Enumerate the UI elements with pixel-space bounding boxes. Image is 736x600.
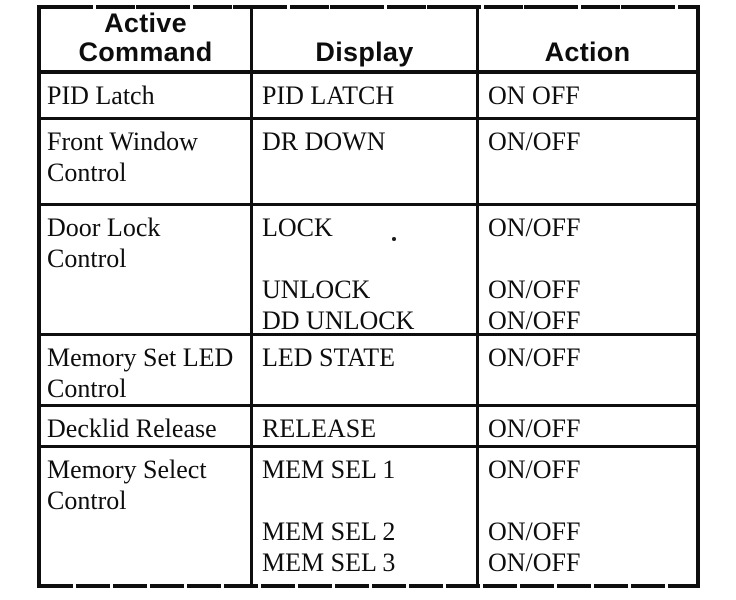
cell-text-line: ON/OFF [488, 548, 581, 577]
cell-text-line: PID LATCH [262, 81, 395, 110]
cell-text-line: MEM SEL 3 [262, 548, 396, 577]
header-active-command: Active Command [41, 9, 253, 70]
cell-text-line: LED STATE [262, 343, 395, 372]
cell-text-line: ON/OFF [488, 343, 581, 372]
header-active-command-line2: Command [78, 37, 213, 67]
cell-action: ON/OFF [479, 336, 696, 404]
cell-text-line: LOCK [262, 213, 333, 242]
cell-display: DR DOWN [253, 120, 479, 203]
cell-text-line: ON/OFF [488, 306, 581, 333]
cell-display: PID LATCH [253, 74, 479, 117]
cell-text-line: ON/OFF [488, 455, 581, 484]
cell-display: LED STATE [253, 336, 479, 404]
cell-text-line: ON/OFF [488, 414, 581, 443]
cell-text-line: ON/OFF [488, 127, 581, 156]
cell-text-line: ON/OFF [488, 213, 581, 242]
cell-action: ON/OFF [479, 407, 696, 445]
header-display-label: Display [315, 37, 414, 67]
cell-text-line: ON/OFF [488, 517, 581, 546]
cell-text-line: ON OFF [488, 81, 580, 110]
cell-display: RELEASE [253, 407, 479, 445]
blank-line [262, 243, 476, 274]
header-active-command-line1: Active [104, 9, 187, 38]
table-header-row: Active Command Display Action [41, 9, 696, 74]
cell-text-line: Control [47, 486, 127, 515]
cell-active-command: PID Latch [41, 74, 253, 117]
scan-speck [392, 237, 396, 241]
blank-line [488, 243, 696, 274]
blank-line [488, 485, 696, 516]
cell-text-line: Control [47, 158, 127, 187]
cell-text-line: Control [47, 244, 127, 273]
cell-text-line: Control [47, 374, 127, 403]
header-action: Action [479, 9, 696, 70]
header-display: Display [253, 9, 479, 70]
cell-text-line: MEM SEL 1 [262, 455, 396, 484]
cell-action: ON/OFF [479, 120, 696, 203]
cell-text-line: Door Lock [47, 213, 161, 242]
cell-text-line: UNLOCK [262, 275, 371, 304]
cell-text-line: DR DOWN [262, 127, 386, 156]
cell-text-line: PID Latch [47, 81, 155, 110]
cell-text-line: Memory Select [47, 455, 207, 484]
cell-text-line: Memory Set LED [47, 343, 234, 372]
cell-action: ON OFF [479, 74, 696, 117]
table-row: Decklid Release RELEASE ON/OFF [41, 407, 696, 448]
table-row: PID Latch PID LATCH ON OFF [41, 74, 696, 120]
cell-text-line: Front Window [47, 127, 198, 156]
cell-text-line: MEM SEL 2 [262, 517, 396, 546]
cell-text-line: ON/OFF [488, 275, 581, 304]
blank-line [262, 485, 476, 516]
cell-active-command: Decklid Release [41, 407, 253, 445]
cell-text-line: Decklid Release [47, 414, 217, 443]
header-action-label: Action [544, 37, 631, 67]
cell-text-line: DD UNLOCK [262, 306, 415, 333]
cell-text-line: RELEASE [262, 414, 377, 443]
